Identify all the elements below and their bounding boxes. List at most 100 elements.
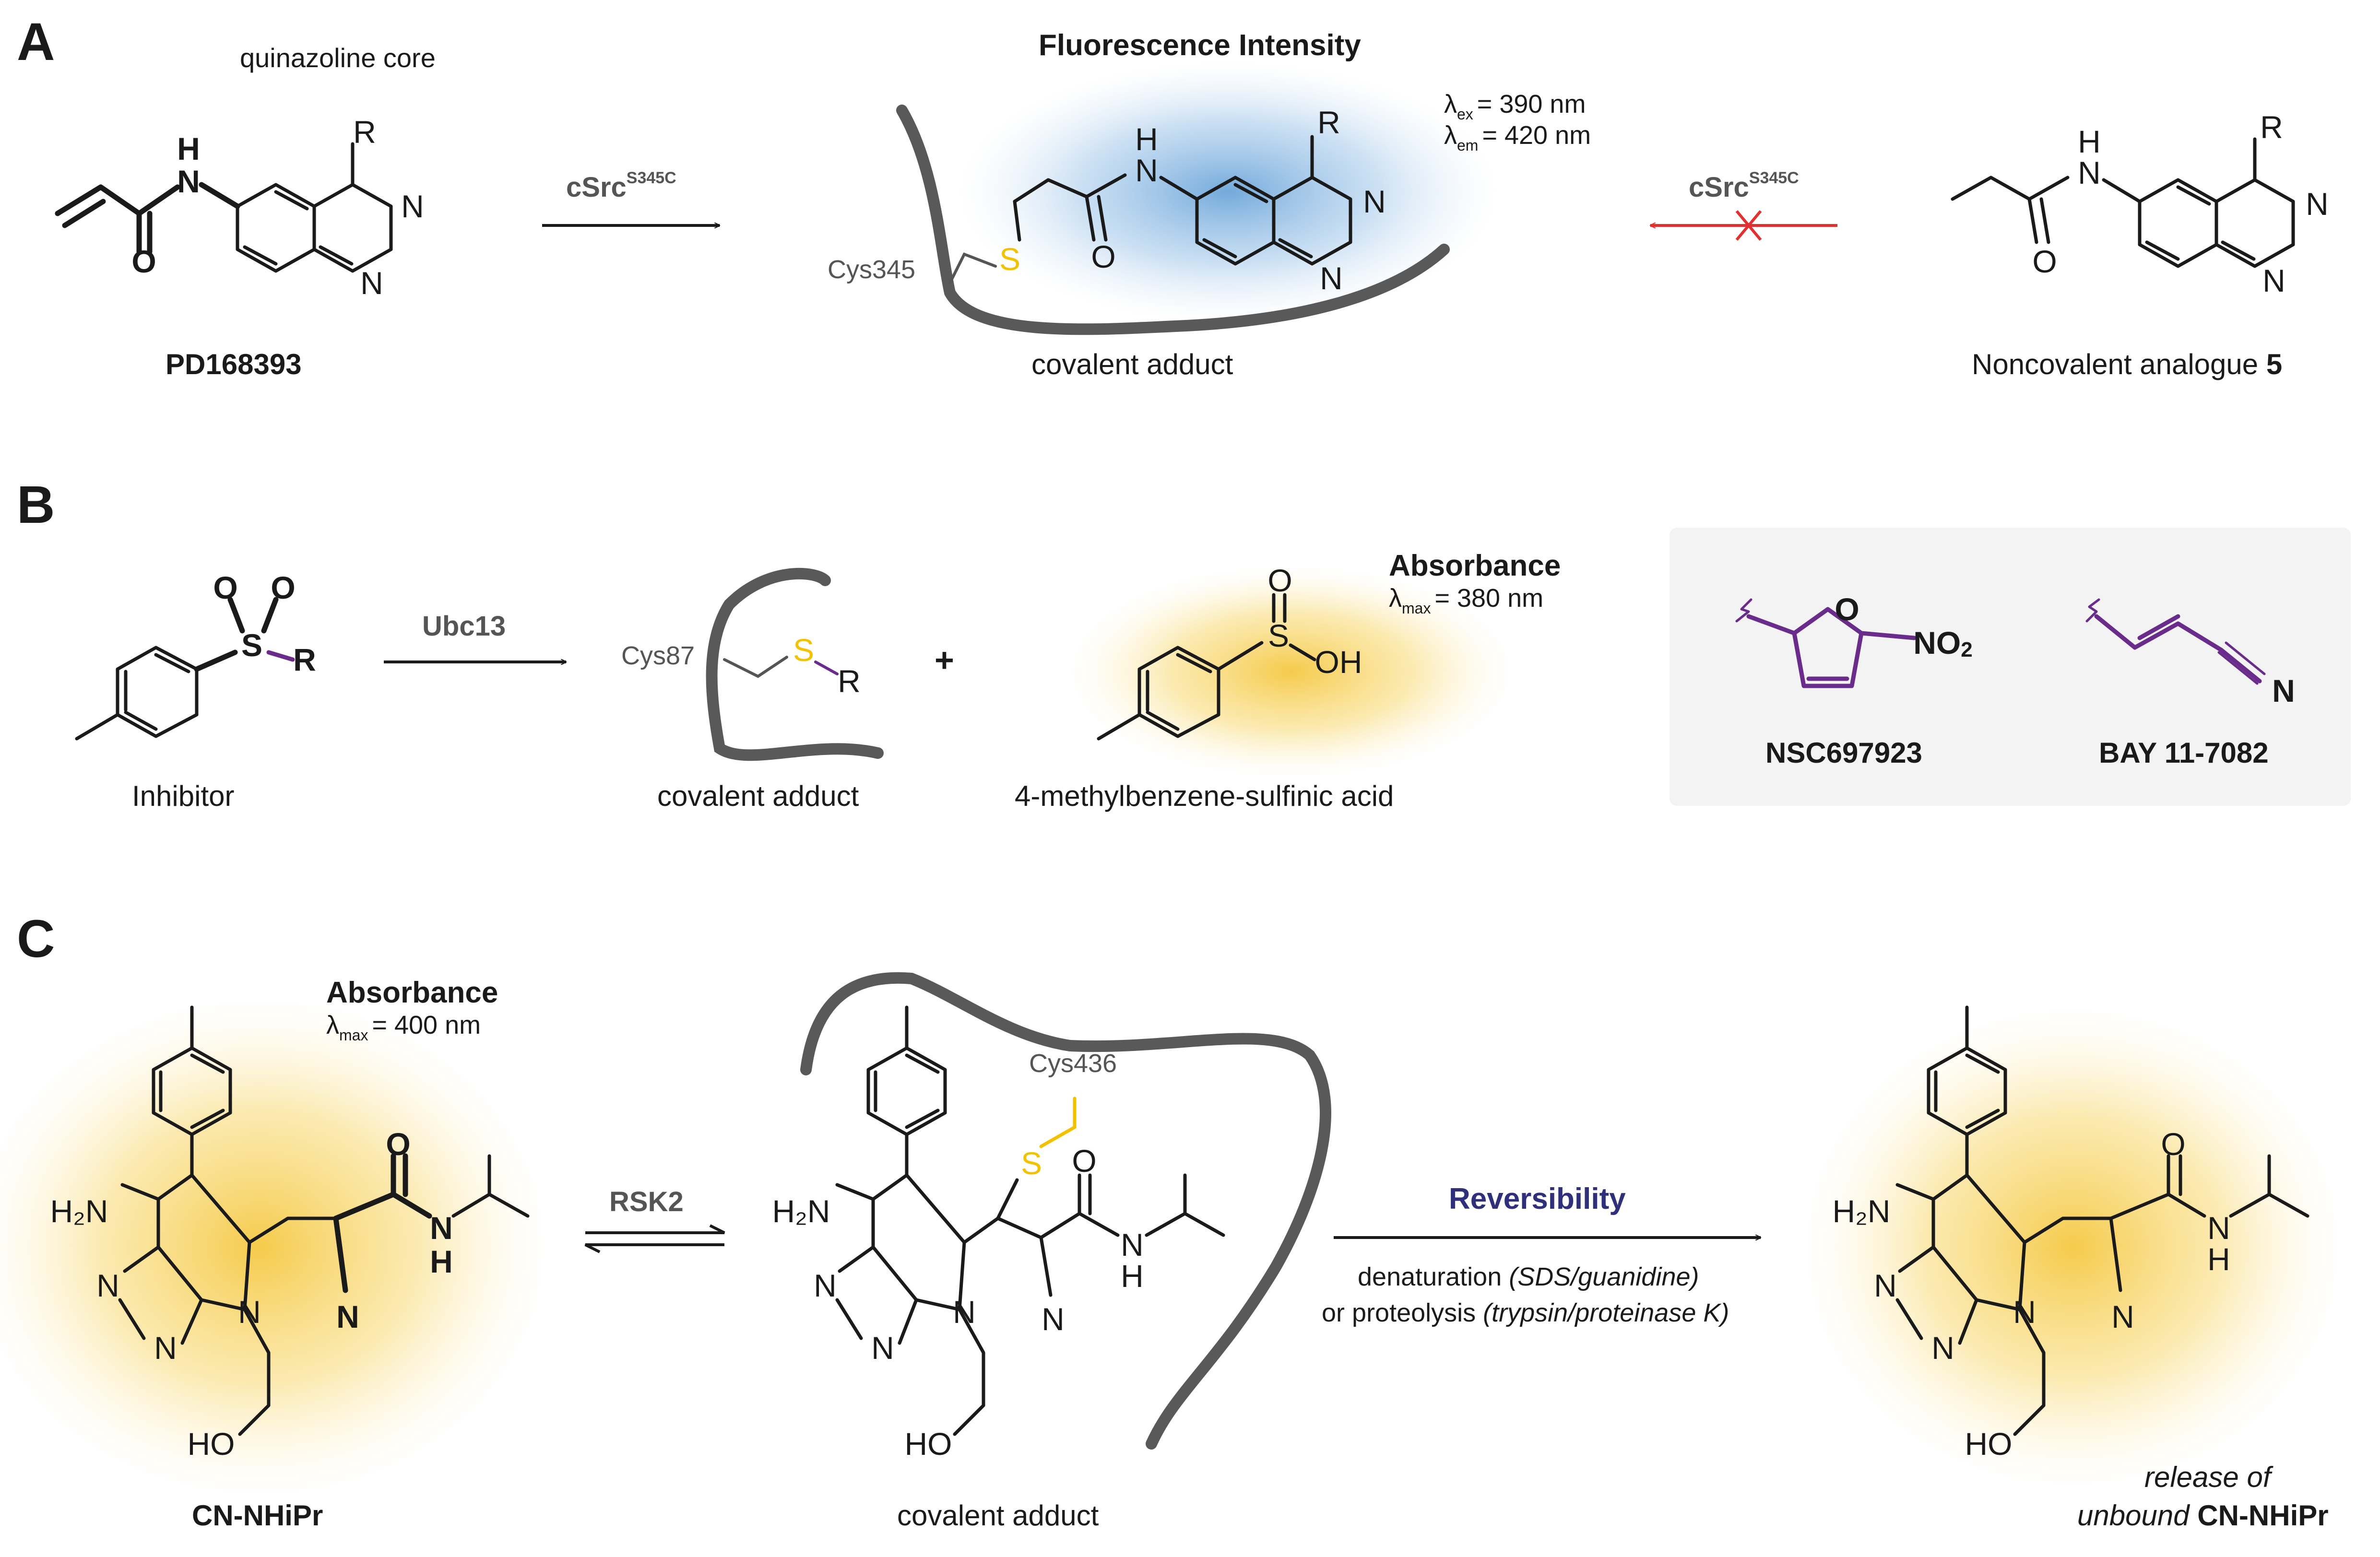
cys345-label: Cys345: [828, 255, 915, 284]
atom-n: N: [430, 1210, 453, 1246]
atom-h2n: H₂N: [1833, 1193, 1891, 1229]
covalent-adduct-a-label: covalent adduct: [1031, 348, 1233, 380]
atom-n: N: [238, 1294, 261, 1330]
panel-c-letter: C: [17, 909, 55, 968]
adduct-c-structure: H₂N N N N S N O N H HO: [772, 1005, 1225, 1462]
atom-ho: HO: [905, 1426, 952, 1462]
lambda-max-c: λmax= 400 nm: [326, 1011, 481, 1044]
panel-a: A quinazoline core O N H R N N PD168393 …: [17, 12, 2329, 380]
sulfinic-acid-structure: S O OH: [1097, 563, 1362, 741]
atom-o: O: [1267, 563, 1292, 598]
atom-o: O: [2161, 1126, 2185, 1162]
atom-o: O: [213, 570, 237, 605]
covalent-adduct-c-label: covalent adduct: [897, 1499, 1099, 1532]
panel-b-letter: B: [17, 475, 55, 534]
lambda-em: λem= 420 nm: [1444, 121, 1591, 154]
bay-11-7082-structure: N: [2085, 598, 2295, 708]
panel-a-letter: A: [17, 12, 55, 71]
atom-n: N: [1121, 1227, 1144, 1262]
atom-r: R: [353, 114, 376, 150]
protein-strand: [896, 105, 1450, 335]
atom-s: S: [793, 632, 814, 668]
s-r-bond: [814, 661, 839, 675]
atom-h: H: [2207, 1241, 2230, 1277]
atom-h2n: H₂N: [50, 1193, 108, 1229]
atom-h: H: [2078, 124, 2101, 159]
atom-h: H: [177, 131, 200, 166]
csrc-label: cSrcS345C: [566, 169, 676, 203]
blocked-cross: [1735, 210, 1762, 241]
atom-r: R: [293, 642, 316, 677]
atom-n: N: [336, 1299, 359, 1334]
cn-nhipr-structure: H₂N N N N N O N H HO: [50, 1005, 530, 1462]
atom-o: O: [386, 1126, 410, 1162]
atom-n: N: [1363, 184, 1386, 219]
cn-nhipr-label: CN-NHiPr: [192, 1499, 323, 1532]
protein-strand-b: [706, 567, 884, 761]
panel-c: C Absorbance λmax= 400 nm H₂N N N N N O: [0, 909, 2341, 1532]
bay-11-7082-label: BAY 11-7082: [2099, 737, 2269, 769]
absorbance-title-c: Absorbance: [326, 976, 498, 1009]
lambda-max-b: λmax= 380 nm: [1389, 584, 1543, 617]
absorbance-glow-c-left: [0, 998, 547, 1497]
atom-s: S: [999, 241, 1020, 277]
atom-n: N: [154, 1330, 177, 1366]
equilibrium-arrow: [584, 1224, 725, 1253]
pd168393-structure: O N H R N N: [55, 114, 424, 301]
examples-box: [1670, 528, 2351, 806]
analogue-5-structure: O N H R N N: [1951, 109, 2329, 298]
absorbance-glow-b: [1070, 566, 1511, 777]
cys87-bond: [723, 656, 788, 678]
atom-o: O: [2032, 244, 2057, 279]
cys436-label: Cys436: [1029, 1049, 1117, 1078]
lambda-ex: λex= 390 nm: [1444, 90, 1586, 123]
atom-n: N: [2111, 1299, 2134, 1334]
atom-h: H: [430, 1244, 453, 1279]
nsc697923-structure: O NO2: [1735, 591, 1973, 688]
inhibitor-label: Inhibitor: [132, 780, 234, 812]
atom-n: N: [1135, 153, 1158, 188]
pd168393-label: PD168393: [166, 348, 302, 380]
reversibility-label: Reversibility: [1449, 1182, 1626, 1215]
atom-n: N: [177, 164, 200, 199]
release-line2: unbound CN-NHiPr: [2077, 1499, 2329, 1532]
panel-b: B S O O R Inhibitor Ubc13 Cys87 S R cova…: [17, 475, 2351, 812]
atom-o: O: [1835, 591, 1859, 627]
atom-n: N: [1320, 260, 1343, 296]
atom-r: R: [838, 663, 861, 699]
rsk2-label: RSK2: [609, 1186, 684, 1217]
release-line1: release of: [2144, 1461, 2273, 1493]
condition-denaturation: denaturation (SDS/guanidine): [1358, 1262, 1699, 1291]
atom-n: N: [871, 1330, 894, 1366]
atom-n: N: [401, 189, 424, 224]
atom-r: R: [1317, 105, 1340, 140]
atom-n: N: [1874, 1268, 1897, 1303]
atom-o: O: [1091, 239, 1115, 274]
atom-n: N: [1042, 1301, 1065, 1337]
fluorescence-glow: [959, 62, 1497, 321]
atom-n: N: [2013, 1294, 2036, 1330]
fluorescence-title: Fluorescence Intensity: [1039, 29, 1361, 62]
cys87-label: Cys87: [621, 641, 695, 670]
atom-n: N: [360, 265, 383, 301]
atom-o: O: [271, 570, 295, 605]
atom-h2n: H₂N: [772, 1193, 830, 1229]
atom-n: N: [2207, 1210, 2230, 1246]
protein-strand-c: [800, 972, 1331, 1450]
nsc697923-label: NSC697923: [1765, 737, 1922, 769]
atom-oh: OH: [1315, 644, 1362, 680]
atom-n: N: [1931, 1330, 1954, 1366]
atom-s: S: [1021, 1145, 1042, 1181]
atom-n: N: [2306, 186, 2329, 222]
atom-ho: HO: [1965, 1426, 2013, 1462]
cn-nhipr-released-structure: H₂N N N N N O N H HO: [1833, 1005, 2309, 1462]
analogue-5-label: Noncovalent analogue 5: [1972, 348, 2282, 380]
atom-s: S: [1268, 618, 1289, 653]
atom-n: N: [96, 1268, 119, 1303]
atom-n: N: [2272, 673, 2295, 708]
sulfonyl-inhibitor-structure: S O O R: [75, 570, 316, 741]
covalent-adduct-b-label: covalent adduct: [657, 780, 859, 812]
atom-r: R: [2260, 109, 2283, 145]
atom-h: H: [1121, 1258, 1144, 1294]
